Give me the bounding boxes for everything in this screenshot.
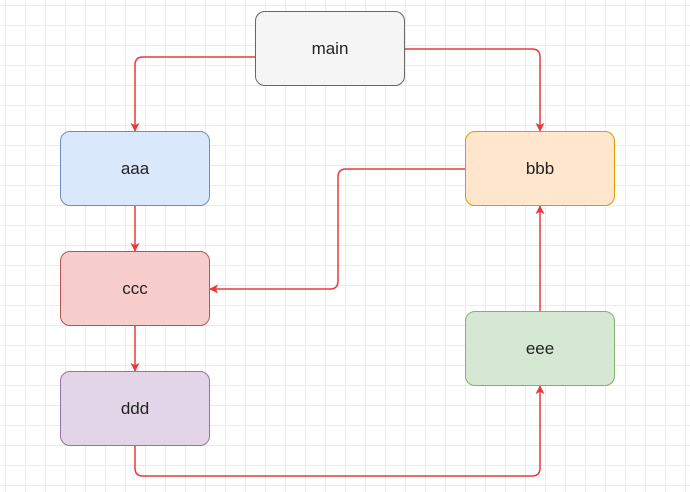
edge-ddd-to-eee[interactable] [134, 385, 545, 477]
node-main-label: main [311, 38, 349, 58]
node-bbb[interactable]: bbb [465, 131, 615, 206]
edge-bbb-to-ccc[interactable] [209, 168, 465, 294]
node-ddd-label: ddd [120, 398, 150, 418]
node-eee-label: eee [525, 338, 555, 358]
edge-main-to-bbb[interactable] [405, 48, 545, 132]
node-ccc-label: ccc [122, 278, 148, 298]
node-aaa[interactable]: aaa [60, 131, 210, 206]
node-aaa-label: aaa [120, 158, 150, 178]
node-ccc[interactable]: ccc [60, 251, 210, 326]
node-main[interactable]: main [255, 11, 405, 86]
node-bbb-label: bbb [525, 158, 555, 178]
node-ddd[interactable]: ddd [60, 371, 210, 446]
edge-main-to-aaa[interactable] [130, 56, 255, 132]
node-eee[interactable]: eee [465, 311, 615, 386]
